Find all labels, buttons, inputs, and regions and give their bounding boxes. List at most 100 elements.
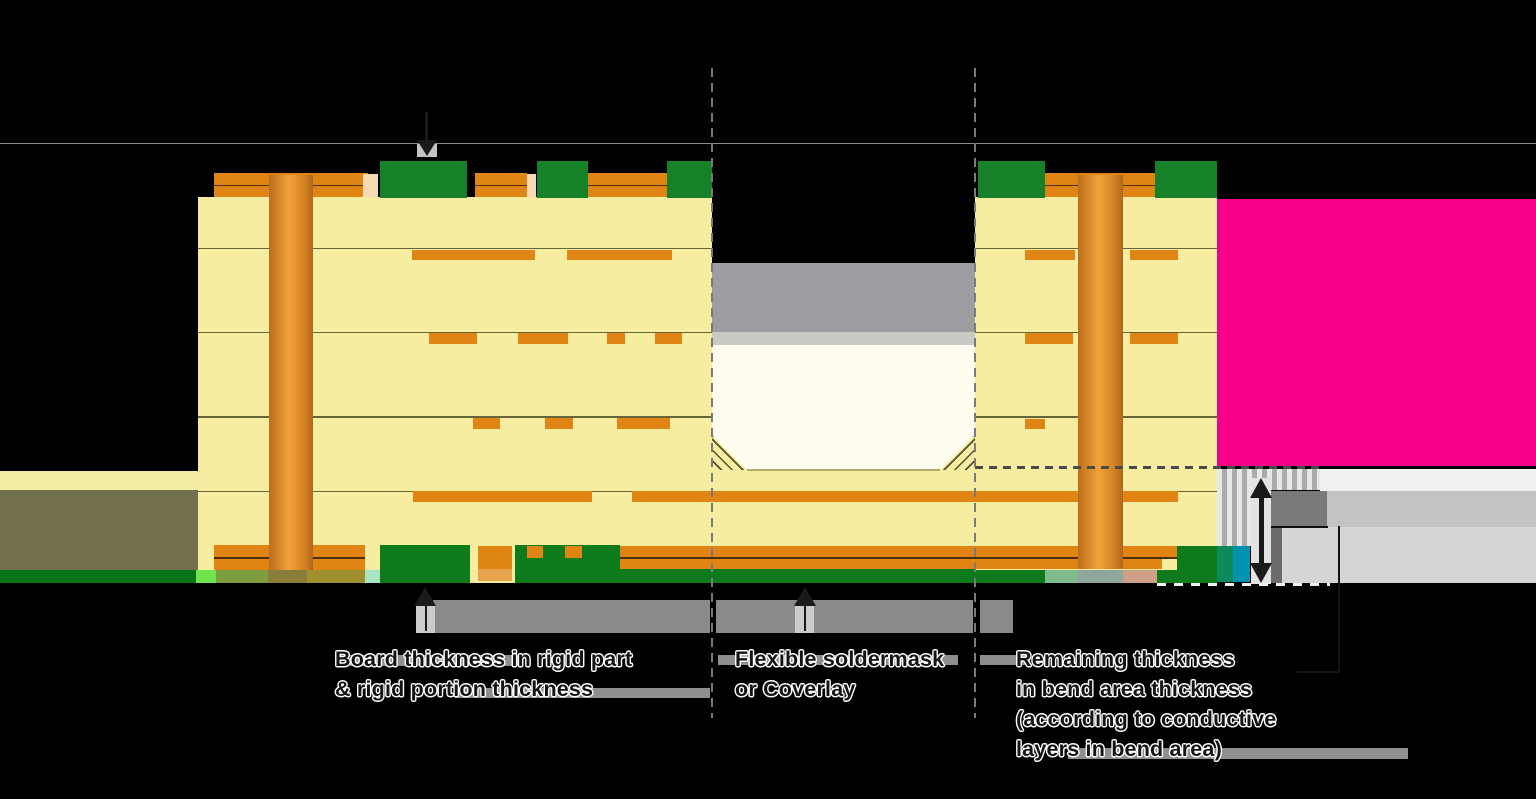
label-leader-bar [718,655,958,665]
remaining-thickness-dashed-line [975,466,1320,469]
copper-trace [1130,333,1178,344]
copper-notch [527,546,543,558]
label-leader-bar [1068,748,1408,759]
flex-copper-layer [632,491,712,502]
soldermask-top [380,161,467,198]
dimension-arrow-shaft [1258,494,1264,566]
copper-trace [655,333,682,344]
label-line: (according to conductive [1016,707,1277,731]
copper-trace [545,417,573,429]
copper-split-line [975,557,1177,559]
copper-trace [567,249,672,260]
copper-pad-bottom-light [478,569,512,581]
soldermask-bottom [380,545,470,583]
copper-trace [1025,418,1045,429]
copper-notch [565,546,582,558]
flex-copper-layer [413,491,592,502]
coverlay-segment [196,570,216,583]
plated-via-right [1078,175,1123,569]
board-bottom-dashed-line [1157,582,1330,586]
gray-band-soft [1282,527,1536,583]
soldermask-bottom [1177,545,1217,583]
bend-area-boundary-left [710,68,714,718]
coverlay-gap [470,570,478,583]
label-line: Remaining thickness [1016,647,1235,671]
bottom-copper-band [975,558,1162,569]
copper-trace [473,417,500,429]
copper-trace [1025,333,1073,344]
flex-substrate [712,502,975,546]
coverlay-segment [365,570,380,583]
soldermask-top [978,161,1045,198]
coverlay-strip [620,569,712,583]
arrow-up-icon [414,587,436,606]
bottom-copper-band [975,546,1177,558]
solder-fillet [363,174,378,197]
arrow-up-icon [793,587,816,606]
label-connector-horizontal [1297,670,1340,674]
label-leader-bar [350,655,523,666]
flex-stub-coverlay [0,570,196,583]
copper-pad-bottom [478,546,512,569]
arrow-stem [425,112,428,142]
cavity [712,345,975,470]
layer-boundary [198,247,712,250]
label-remaining-thickness: Remaining thickness in bend area thickne… [1016,644,1276,764]
copper-split-line [712,557,975,559]
copper-trace [518,333,568,344]
label-leader-bar [455,688,710,698]
arrow-down-icon [1250,563,1272,583]
solder-fillet [527,174,536,197]
flex-stub-body [0,490,198,570]
arrow-up-icon [1250,478,1272,498]
label-line: Board thickness in rigid part [335,647,633,671]
flex-copper-layer [712,491,975,502]
coverlay-segment-cyan [1233,546,1250,582]
coverlay-segment [1078,569,1123,583]
coverlay-segment-teal [1217,546,1233,582]
copper-trace [607,333,625,344]
pointer-bar [716,600,973,633]
coverlay-strip [1157,570,1177,583]
gray-band-mid [1320,491,1536,527]
routed-gray-strip [712,332,975,345]
coverlay-strip [975,569,1045,583]
label-connector-vertical [1337,526,1340,673]
coverlay-segment [1123,570,1157,583]
bend-area-boundary-right [973,68,977,718]
label-line: or Coverlay [735,677,856,701]
coverlay-segment [307,570,365,583]
soldermask-top [667,161,712,198]
arrow-stem [803,605,807,631]
pink-highlight-block [1217,199,1536,466]
copper-trace [1130,249,1178,260]
dimension-pointer-right-stub [980,600,1013,633]
copper-trace [429,333,477,344]
gray-band-light [1320,469,1536,491]
top-reference-line [0,142,1536,145]
flex-copper-layer [975,491,1178,502]
arrow-stem [424,605,428,631]
gray-block-dark [1266,491,1327,526]
coverlay-gap [512,570,515,583]
label-flexible-soldermask: Flexible soldermask or Coverlay [735,644,944,704]
soldermask-top [537,161,588,198]
block-top-line [1260,525,1328,528]
coverlay-segment [216,570,268,583]
copper-split-line [620,557,712,559]
label-line: in bend area thickness [1016,677,1253,701]
copper-split-line [588,184,670,187]
flexible-coverlay [712,569,975,583]
plated-via-left [269,175,313,570]
copper-trace [617,417,670,429]
arrow-down-icon [416,140,437,156]
label-line: Flexible soldermask [735,647,945,671]
copper-trace [1025,249,1075,260]
label-line: & rigid portion thickness [335,677,594,701]
layer-boundary [198,331,712,334]
label-leader-bar [980,655,1030,665]
label-board-thickness: Board thickness in rigid part & rigid po… [335,644,632,704]
label-line: layers in bend area) [1016,737,1222,761]
pointer-bar [433,600,710,633]
